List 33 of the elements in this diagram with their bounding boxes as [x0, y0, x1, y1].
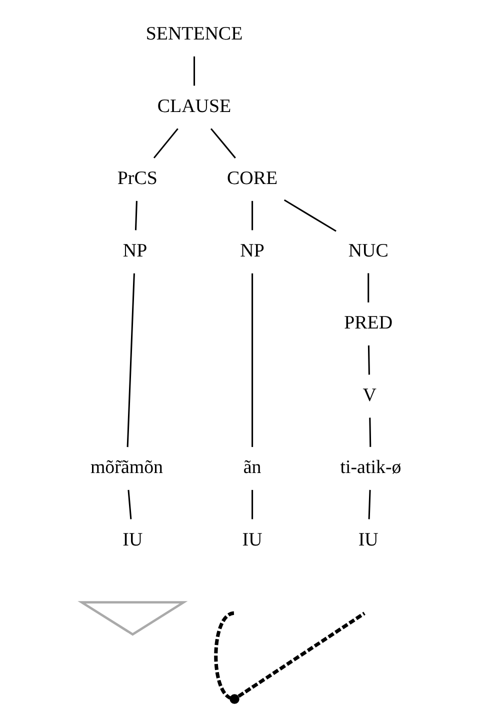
- node-text: NP: [240, 240, 264, 262]
- connector: [126, 273, 135, 448]
- node-text: IU: [358, 529, 378, 550]
- node-text: IU: [122, 529, 143, 550]
- node-text: mõr̃ãmõn: [90, 457, 164, 478]
- node-text: NUC: [348, 240, 388, 262]
- connector: [284, 199, 336, 232]
- node-text: NP: [122, 240, 148, 262]
- connector: [193, 56, 196, 86]
- connector: [214, 611, 234, 700]
- node-text: ãn: [243, 457, 262, 478]
- connector: [252, 490, 254, 520]
- connector: [252, 273, 254, 448]
- node-text: CORE: [227, 168, 278, 190]
- connector: [368, 273, 370, 302]
- connector: [134, 200, 138, 230]
- node-text: V: [362, 384, 376, 406]
- connector: [368, 345, 370, 375]
- node-text: PRED: [344, 312, 393, 334]
- node-text: IU: [242, 529, 262, 550]
- connector: [368, 490, 371, 520]
- node-text: ti-atik-ø: [340, 457, 402, 478]
- connector: [238, 612, 366, 698]
- node-triangle: [78, 601, 188, 636]
- node-text: SENTENCE: [146, 24, 243, 45]
- node-point: [230, 694, 240, 704]
- node-text: CLAUSE: [157, 96, 232, 117]
- connector: [252, 200, 254, 230]
- connector: [210, 128, 236, 158]
- connector: [369, 418, 372, 447]
- connector: [128, 490, 132, 520]
- connector: [153, 128, 178, 158]
- node-text: PrCS: [117, 168, 158, 190]
